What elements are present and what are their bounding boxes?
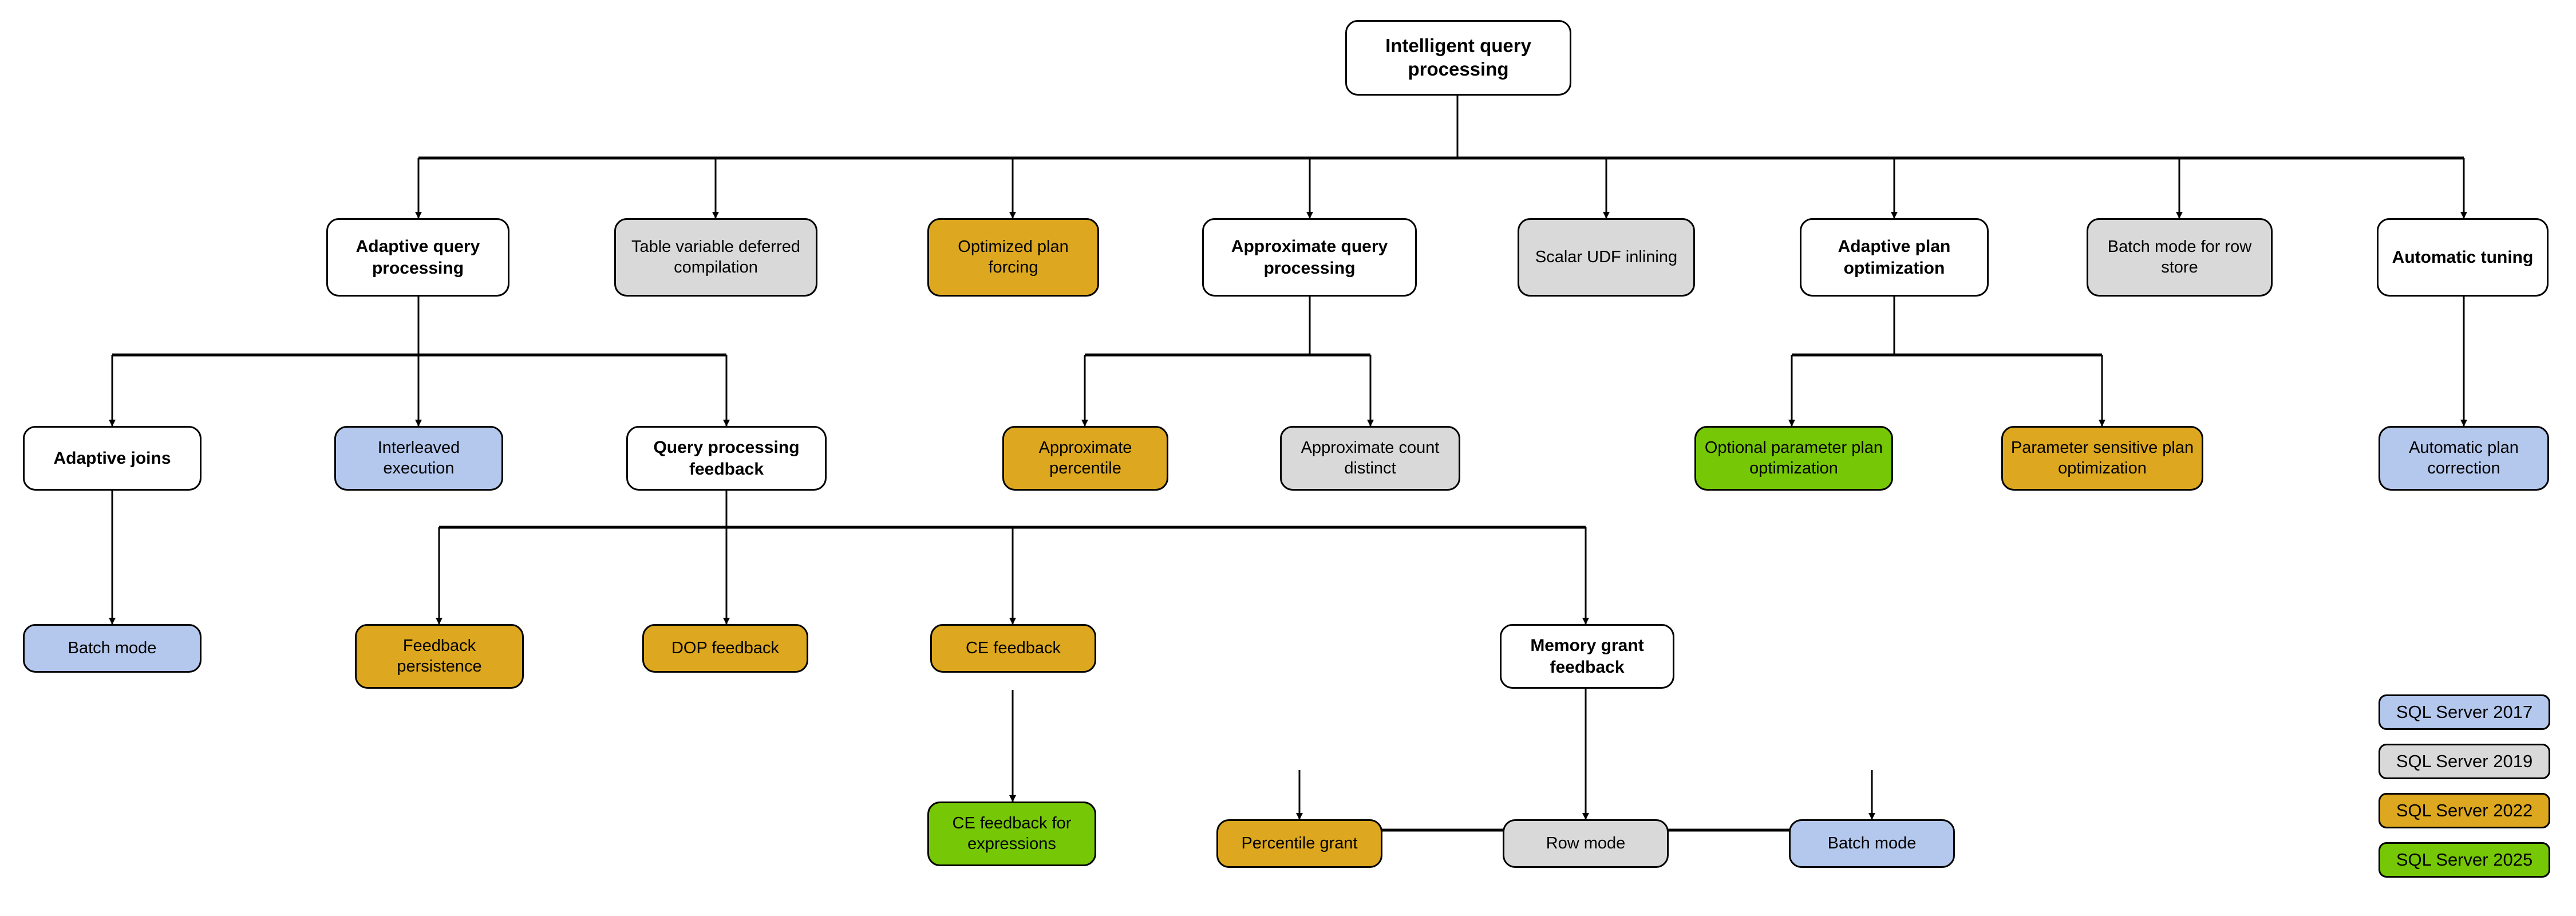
legend-item-sql-server-2017[interactable]: SQL Server 2017 [2379,694,2550,730]
node-approximate-percentile[interactable]: Approximate percentile [1002,426,1168,491]
node-batch-mode-for-row-store[interactable]: Batch mode for row store [2087,218,2273,297]
node-ce-feedback-for-expressions-label: CE feedback for expressions [952,814,1072,853]
node-memory-grant-feedback-label: Memory grant feedback [1530,636,1644,677]
node-table-variable-deferred-compilation-label: Table variable deferred compilation [631,237,800,277]
node-percentile-grant-label: Percentile grant [1241,834,1358,852]
node-root[interactable]: Intelligent query processing [1345,20,1571,96]
node-adaptive-plan-optimization-label: Adaptive plan optimization [1838,237,1951,278]
node-dop-feedback[interactable]: DOP feedback [642,624,808,673]
legend-item-sql-server-2022[interactable]: SQL Server 2022 [2379,793,2550,828]
node-batch-mode-for-row-store-label: Batch mode for row store [2107,237,2252,277]
node-parameter-sensitive-plan-optimization-label: Parameter sensitive plan optimization [2010,438,2194,477]
legend-item-sql-server-2022-label: SQL Server 2022 [2396,800,2533,820]
node-table-variable-deferred-compilation[interactable]: Table variable deferred compilation [614,218,817,297]
node-adaptive-joins[interactable]: Adaptive joins [23,426,202,491]
node-parameter-sensitive-plan-optimization[interactable]: Parameter sensitive plan optimization [2001,426,2203,491]
node-ce-feedback-label: CE feedback [965,638,1061,657]
node-ce-feedback[interactable]: CE feedback [930,624,1096,673]
node-feedback-persistence[interactable]: Feedback persistence [355,624,524,689]
node-approximate-count-distinct[interactable]: Approximate count distinct [1280,426,1460,491]
node-batch-mode-memory-grant[interactable]: Batch mode [1789,819,1955,868]
legend-item-sql-server-2017-label: SQL Server 2017 [2396,702,2533,722]
legend-item-sql-server-2025-label: SQL Server 2025 [2396,850,2533,870]
node-automatic-tuning[interactable]: Automatic tuning [2377,218,2549,297]
node-optimized-plan-forcing-label: Optimized plan forcing [958,237,1069,277]
node-row-mode-label: Row mode [1546,834,1626,852]
node-adaptive-query-processing[interactable]: Adaptive query processing [326,218,509,297]
node-optimized-plan-forcing[interactable]: Optimized plan forcing [927,218,1099,297]
node-adaptive-joins-label: Adaptive joins [53,448,171,468]
node-optional-parameter-plan-optimization-label: Optional parameter plan optimization [1704,438,1883,477]
node-percentile-grant[interactable]: Percentile grant [1216,819,1382,868]
node-automatic-plan-correction-label: Automatic plan correction [2409,438,2519,477]
node-automatic-tuning-label: Automatic tuning [2392,247,2534,267]
node-ce-feedback-for-expressions[interactable]: CE feedback for expressions [927,802,1096,866]
node-approximate-count-distinct-label: Approximate count distinct [1301,438,1440,477]
node-batch-mode-adaptive-joins-label: Batch mode [68,638,157,657]
node-query-processing-feedback-label: Query processing feedback [653,438,800,479]
legend-item-sql-server-2019-label: SQL Server 2019 [2396,751,2533,771]
node-feedback-persistence-label: Feedback persistence [397,636,482,676]
node-batch-mode-adaptive-joins[interactable]: Batch mode [23,624,202,673]
node-interleaved-execution[interactable]: Interleaved execution [334,426,503,491]
node-approximate-query-processing[interactable]: Approximate query processing [1202,218,1417,297]
node-optional-parameter-plan-optimization[interactable]: Optional parameter plan optimization [1694,426,1893,491]
node-root-label: Intelligent query processing [1385,35,1531,80]
node-scalar-udf-inlining-label: Scalar UDF inlining [1535,247,1678,266]
legend-item-sql-server-2025[interactable]: SQL Server 2025 [2379,842,2550,878]
legend-item-sql-server-2019[interactable]: SQL Server 2019 [2379,744,2550,779]
node-query-processing-feedback[interactable]: Query processing feedback [626,426,827,491]
node-batch-mode-memory-grant-label: Batch mode [1827,834,1917,852]
node-row-mode[interactable]: Row mode [1503,819,1669,868]
node-interleaved-execution-label: Interleaved execution [377,438,460,477]
node-adaptive-query-processing-label: Adaptive query processing [355,237,480,278]
node-dop-feedback-label: DOP feedback [671,638,780,657]
node-automatic-plan-correction[interactable]: Automatic plan correction [2379,426,2549,491]
node-approximate-query-processing-label: Approximate query processing [1231,237,1388,278]
node-scalar-udf-inlining[interactable]: Scalar UDF inlining [1518,218,1695,297]
node-memory-grant-feedback[interactable]: Memory grant feedback [1500,624,1674,689]
node-adaptive-plan-optimization[interactable]: Adaptive plan optimization [1800,218,1989,297]
node-approximate-percentile-label: Approximate percentile [1038,438,1132,477]
